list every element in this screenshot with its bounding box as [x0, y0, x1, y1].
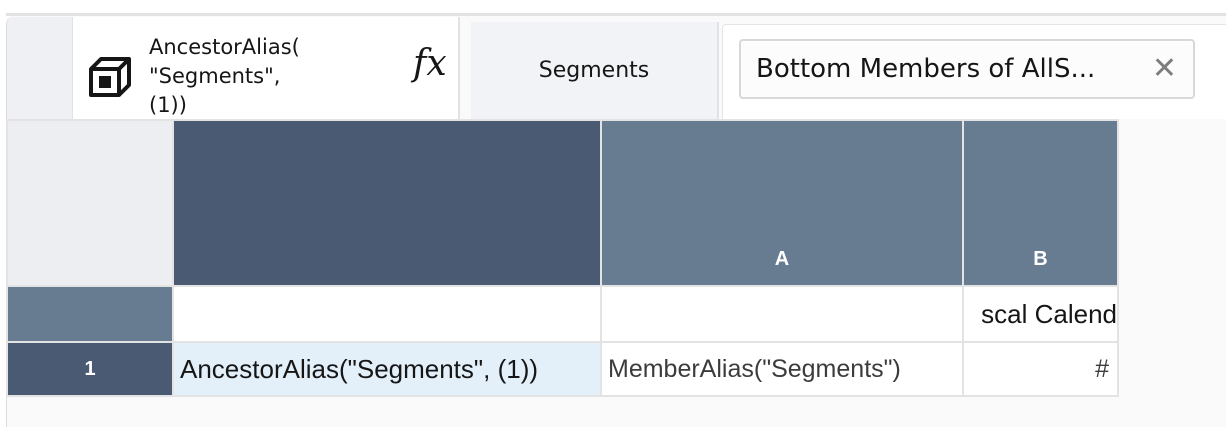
formula-text[interactable]: AncestorAlias( "Segments", (1)): [149, 35, 300, 117]
column-header-b[interactable]: B: [962, 119, 1119, 287]
grid-cell-b1[interactable]: #: [962, 341, 1119, 397]
fx-icon[interactable]: fx: [413, 43, 447, 84]
close-icon[interactable]: ✕: [1151, 51, 1177, 86]
pov-row-header[interactable]: [6, 285, 174, 343]
row-header-1[interactable]: 1: [6, 341, 174, 397]
top-divider: [6, 13, 1226, 16]
member-filter-area: Bottom Members of AllS... ✕: [722, 24, 1226, 119]
column-header-a[interactable]: A: [600, 119, 964, 287]
member-filter-input[interactable]: Bottom Members of AllS... ✕: [739, 39, 1195, 99]
toolbar-gutter: [7, 17, 73, 119]
member-filter-value: Bottom Members of AllS...: [756, 54, 1096, 84]
pov-cell-fiscal-calendar[interactable]: scal Calend: [962, 285, 1119, 343]
pov-cell[interactable]: [172, 285, 602, 343]
dimension-tab-label: Segments: [538, 58, 650, 83]
dimension-tab-segments[interactable]: Segments: [471, 22, 719, 119]
pov-cell-text: scal Calend: [981, 298, 1117, 329]
cube-icon: [89, 57, 131, 97]
formula-bar[interactable]: AncestorAlias( "Segments", (1)) fx: [73, 17, 460, 119]
column-header-row: A B: [6, 119, 1119, 287]
spreadsheet-grid: A B scal Calend 1 AncestorAlias("Segment…: [6, 119, 1119, 397]
grid-corner[interactable]: [6, 119, 174, 287]
row-member-cell[interactable]: AncestorAlias("Segments", (1)): [172, 341, 602, 397]
grid-cell-a1[interactable]: MemberAlias("Segments"): [600, 341, 964, 397]
pov-row: scal Calend: [6, 285, 1119, 343]
table-row: 1 AncestorAlias("Segments", (1)) MemberA…: [6, 341, 1119, 397]
column-header-row-dimension[interactable]: [172, 119, 602, 287]
pov-cell[interactable]: [600, 285, 964, 343]
